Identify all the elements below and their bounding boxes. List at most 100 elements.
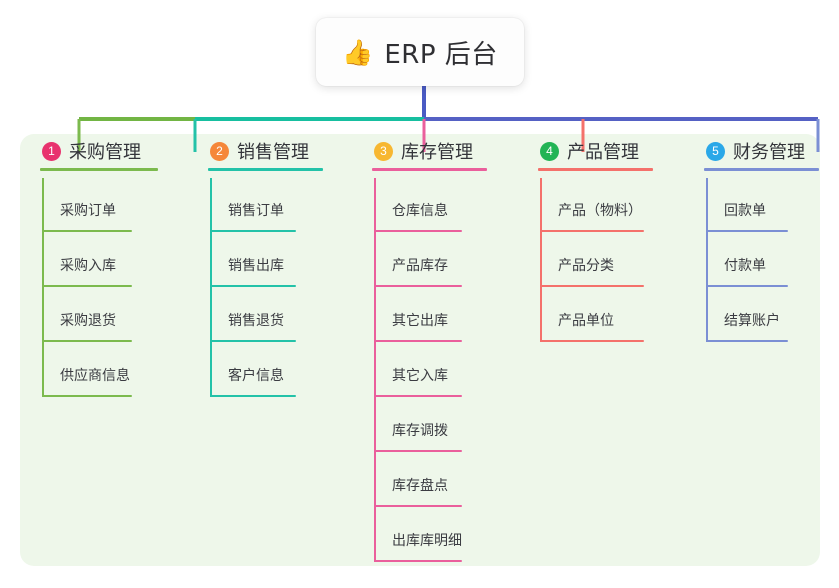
column-items: 仓库信息产品库存其它出库其它入库库存调拨库存盘点出库库明细 xyxy=(362,178,473,563)
list-item-underline xyxy=(374,505,462,507)
column-header-underline xyxy=(372,168,487,171)
list-item-underline xyxy=(42,230,132,232)
column-销售管理: 2 销售管理销售订单销售出库销售退货客户信息 xyxy=(198,134,323,398)
diagram-panel-background xyxy=(20,134,820,566)
list-item[interactable]: 采购入库 xyxy=(30,233,141,288)
column-badge-3: 3 xyxy=(374,141,393,161)
list-item-label: 其它入库 xyxy=(392,368,448,384)
list-item-underline xyxy=(374,285,462,287)
list-item[interactable]: 产品库存 xyxy=(362,233,473,288)
list-item-label: 库存盘点 xyxy=(392,478,448,494)
list-item-label: 产品（物料） xyxy=(558,203,642,219)
column-items: 回款单付款单结算账户 xyxy=(694,178,805,343)
list-item-label: 产品单位 xyxy=(558,313,614,329)
list-item-underline xyxy=(540,340,644,342)
list-item-label: 库存调拨 xyxy=(392,423,448,439)
list-item[interactable]: 产品分类 xyxy=(528,233,644,288)
list-item[interactable]: 产品（物料） xyxy=(528,178,644,233)
list-item[interactable]: 回款单 xyxy=(694,178,805,233)
column-财务管理: 5 财务管理回款单付款单结算账户 xyxy=(694,134,819,343)
list-item-underline xyxy=(540,285,644,287)
list-item-label: 产品分类 xyxy=(558,258,614,274)
column-header-2[interactable]: 2 销售管理 xyxy=(198,134,323,171)
list-item[interactable]: 销售订单 xyxy=(198,178,309,233)
list-item-label: 供应商信息 xyxy=(60,368,130,384)
list-item[interactable]: 仓库信息 xyxy=(362,178,473,233)
root-node-card[interactable]: 👍 ERP 后台 xyxy=(316,18,524,86)
list-item-underline xyxy=(210,340,296,342)
list-item-label: 销售出库 xyxy=(228,258,284,274)
thumbs-up-icon: 👍 xyxy=(342,37,374,67)
list-item[interactable]: 销售出库 xyxy=(198,233,309,288)
list-item-underline xyxy=(706,230,788,232)
column-items: 销售订单销售出库销售退货客户信息 xyxy=(198,178,309,398)
list-item-label: 产品库存 xyxy=(392,258,448,274)
column-header-1[interactable]: 1 采购管理 xyxy=(30,134,158,171)
list-item-underline xyxy=(374,560,462,562)
list-item-underline xyxy=(42,395,132,397)
list-item[interactable]: 结算账户 xyxy=(694,288,805,343)
column-spine xyxy=(706,178,708,342)
column-title: 库存管理 xyxy=(401,142,473,163)
column-spine xyxy=(42,178,44,397)
column-items: 产品（物料） 产品分类产品单位 xyxy=(528,178,644,343)
list-item-underline xyxy=(374,450,462,452)
column-header-underline xyxy=(208,168,323,171)
list-item-underline xyxy=(42,285,132,287)
list-item-label: 销售退货 xyxy=(228,313,284,329)
column-badge-2: 2 xyxy=(210,141,229,161)
list-item-label: 销售订单 xyxy=(228,203,284,219)
column-title: 销售管理 xyxy=(237,142,309,163)
column-title: 财务管理 xyxy=(733,142,805,163)
list-item-label: 出库库明细 xyxy=(392,533,462,549)
list-item[interactable]: 客户信息 xyxy=(198,343,309,398)
column-badge-5: 5 xyxy=(706,141,725,161)
list-item[interactable]: 采购订单 xyxy=(30,178,141,233)
column-header-4[interactable]: 4 产品管理 xyxy=(528,134,653,171)
list-item[interactable]: 其它出库 xyxy=(362,288,473,343)
column-title: 产品管理 xyxy=(567,142,639,163)
list-item[interactable]: 采购退货 xyxy=(30,288,141,343)
list-item-label: 仓库信息 xyxy=(392,203,448,219)
column-badge-1: 1 xyxy=(42,141,61,161)
column-spine xyxy=(210,178,212,397)
list-item[interactable]: 出库库明细 xyxy=(362,508,473,563)
column-header-underline xyxy=(538,168,653,171)
list-item-label: 采购入库 xyxy=(60,258,116,274)
list-item-label: 回款单 xyxy=(724,203,766,219)
list-item-underline xyxy=(540,230,644,232)
list-item-label: 其它出库 xyxy=(392,313,448,329)
list-item-label: 采购订单 xyxy=(60,203,116,219)
column-title: 采购管理 xyxy=(69,142,141,163)
list-item-underline xyxy=(374,230,462,232)
list-item[interactable]: 销售退货 xyxy=(198,288,309,343)
list-item[interactable]: 库存盘点 xyxy=(362,453,473,508)
column-spine xyxy=(540,178,542,342)
list-item[interactable]: 付款单 xyxy=(694,233,805,288)
column-header-5[interactable]: 5 财务管理 xyxy=(694,134,819,171)
list-item-underline xyxy=(706,285,788,287)
list-item[interactable]: 产品单位 xyxy=(528,288,644,343)
column-header-underline xyxy=(704,168,819,171)
list-item-underline xyxy=(210,230,296,232)
list-item-underline xyxy=(374,395,462,397)
column-badge-4: 4 xyxy=(540,141,559,161)
list-item[interactable]: 库存调拨 xyxy=(362,398,473,453)
list-item[interactable]: 其它入库 xyxy=(362,343,473,398)
list-item[interactable]: 供应商信息 xyxy=(30,343,141,398)
column-header-3[interactable]: 3 库存管理 xyxy=(362,134,487,171)
column-items: 采购订单采购入库采购退货供应商信息 xyxy=(30,178,141,398)
column-spine xyxy=(374,178,376,562)
root-node-title: ERP 后台 xyxy=(384,39,498,70)
list-item-label: 付款单 xyxy=(724,258,766,274)
list-item-label: 采购退货 xyxy=(60,313,116,329)
list-item-underline xyxy=(374,340,462,342)
list-item-label: 客户信息 xyxy=(228,368,284,384)
list-item-underline xyxy=(42,340,132,342)
list-item-label: 结算账户 xyxy=(724,313,780,329)
column-库存管理: 3 库存管理仓库信息产品库存其它出库其它入库库存调拨库存盘点出库库明细 xyxy=(362,134,487,563)
column-采购管理: 1 采购管理采购订单采购入库采购退货供应商信息 xyxy=(30,134,158,398)
column-header-underline xyxy=(40,168,158,171)
list-item-underline xyxy=(210,285,296,287)
